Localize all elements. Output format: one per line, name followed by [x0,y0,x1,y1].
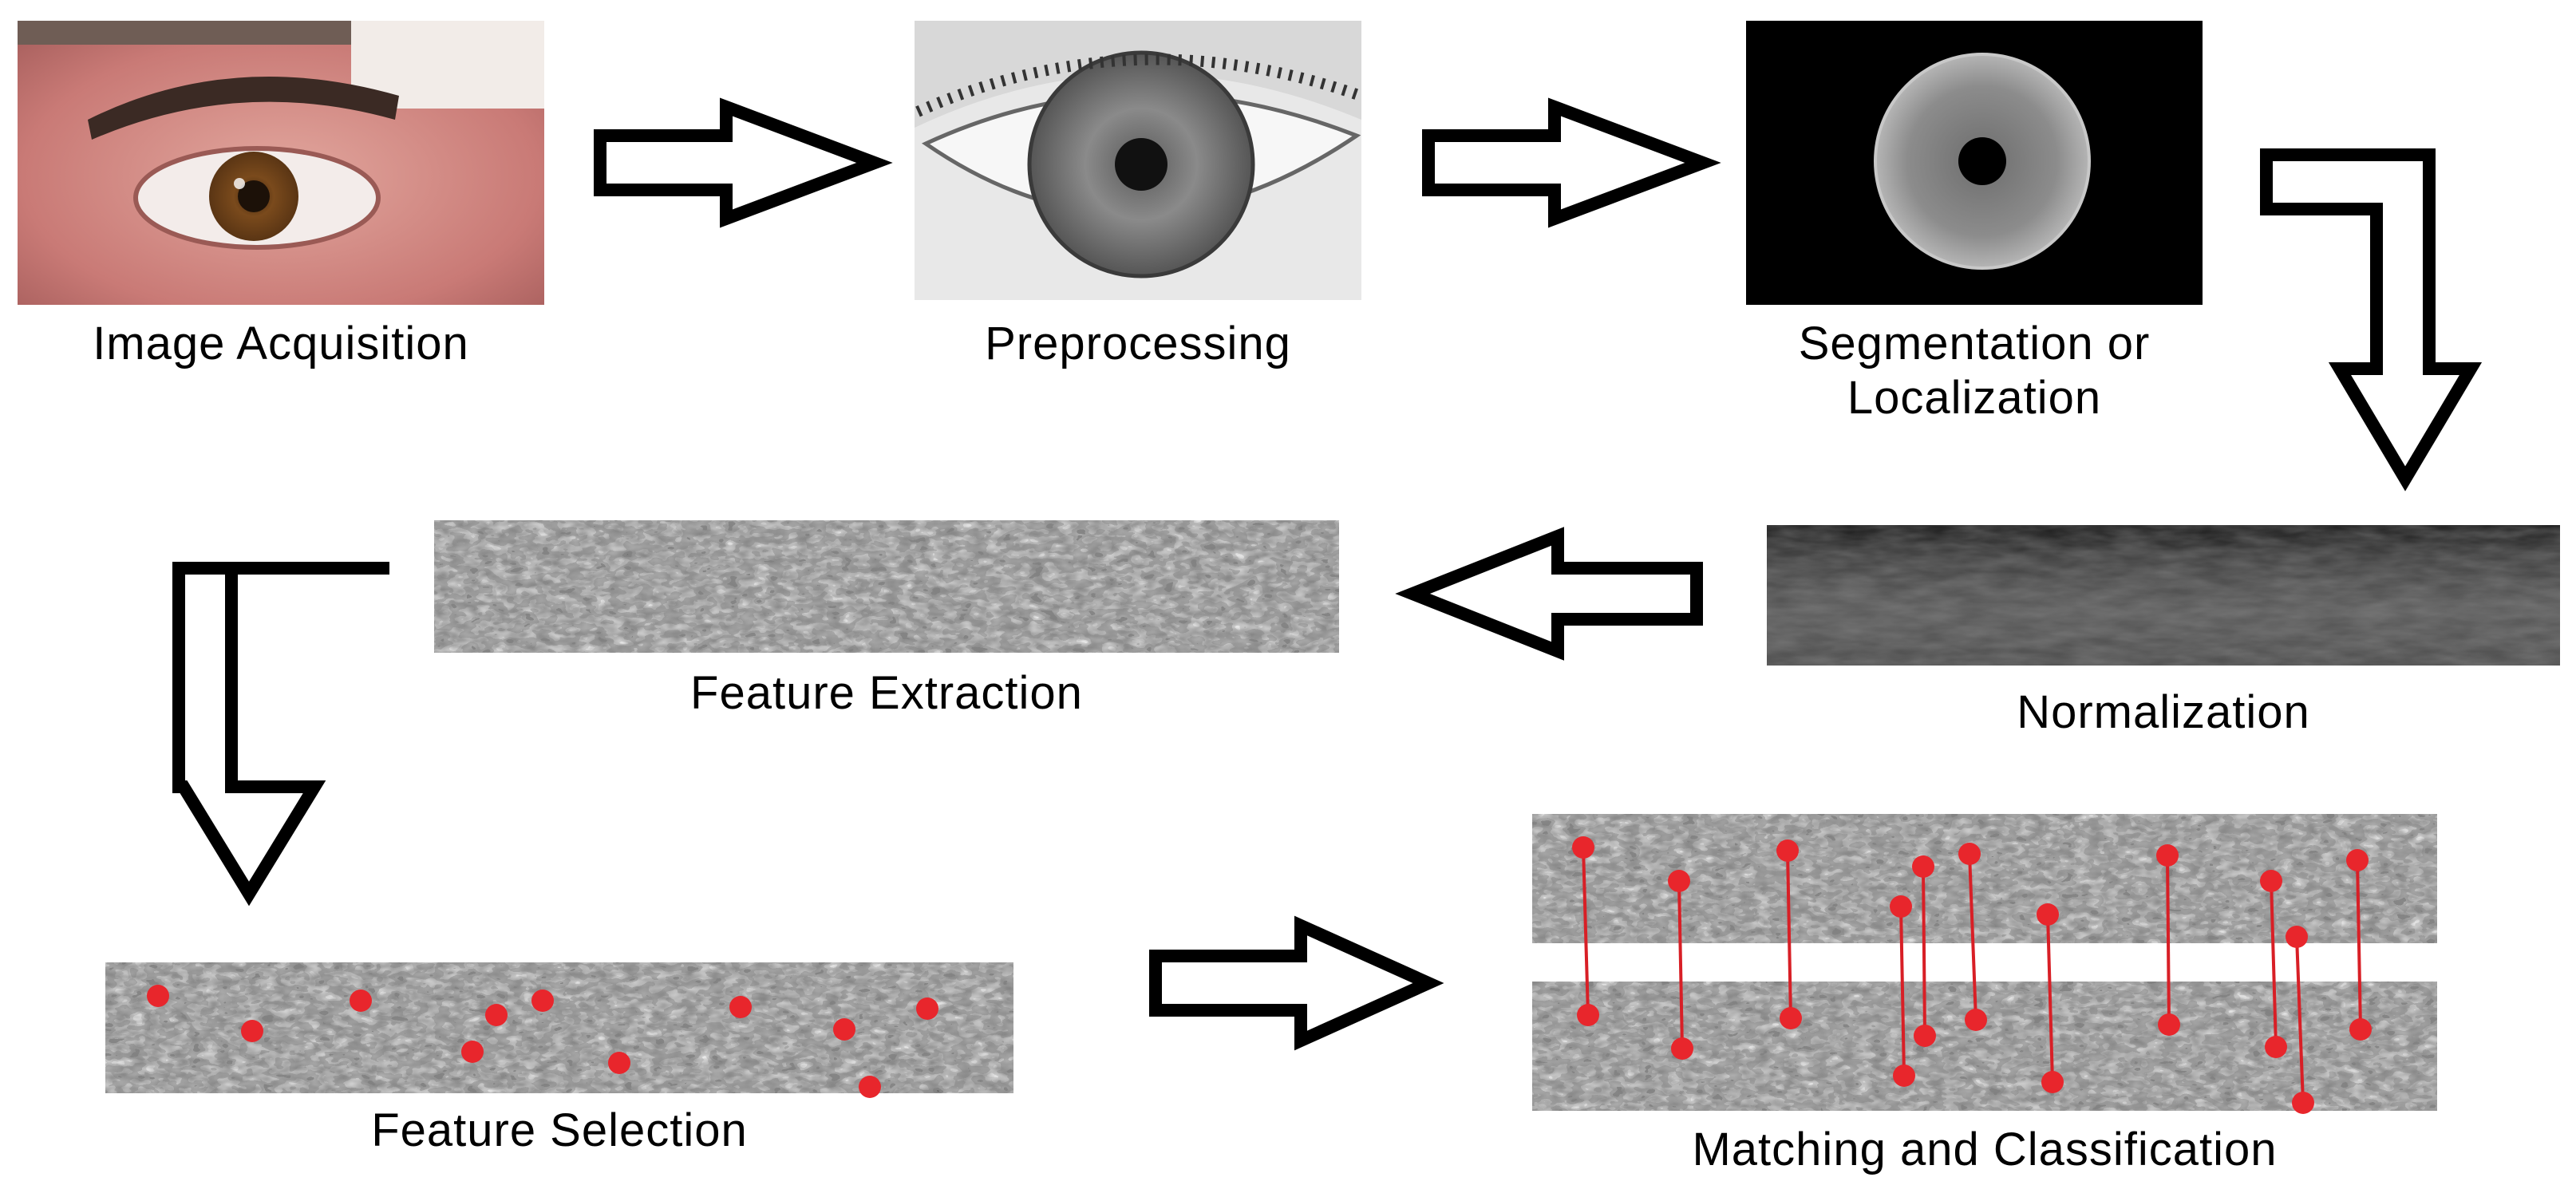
label-feature-extraction: Feature Extraction [434,667,1339,720]
feature-point [147,985,169,1007]
label-segmentation-line2: Localization [1708,372,2241,425]
arrow-selection-to-matching [1156,926,1428,1041]
match-point [1671,1037,1693,1060]
arrow-normalization-to-feature-extraction [1412,536,1697,651]
arrow-segmentation-to-normalization [2266,155,2471,479]
match-point [2265,1036,2287,1058]
match-point [2158,1013,2180,1036]
feature-point [608,1052,630,1074]
arrow-acquisition-to-preprocessing [600,107,875,219]
match-point [1958,843,1981,865]
preprocessing-grayscale-eye [915,21,1361,300]
match-point [2037,903,2059,926]
match-point [2292,1092,2314,1114]
match-point [1914,1025,1936,1047]
feature-point [916,997,938,1020]
label-feature-selection: Feature Selection [105,1104,1013,1157]
matching-top-strip [1532,814,2437,943]
match-point [2346,849,2369,871]
feature-point [859,1076,881,1098]
feature-point [350,990,372,1012]
match-point [1890,895,1912,918]
feature-point [729,996,752,1018]
match-point [2286,926,2308,948]
label-preprocessing: Preprocessing [915,318,1361,370]
label-segmentation-line1: Segmentation or [1708,318,2241,370]
normalization-strip [1767,525,2560,666]
feature-point [461,1041,484,1063]
feature-point [241,1020,263,1042]
feature-point [531,990,554,1012]
label-matching-and-classification: Matching and Classification [1500,1124,2469,1176]
arrow-preprocessing-to-segmentation [1428,107,1703,219]
feature-point [833,1018,855,1041]
feature-point [485,1004,508,1026]
match-point [2156,844,2179,867]
match-point [2349,1018,2372,1041]
match-point [2260,870,2282,892]
match-point [1912,855,1934,878]
acquisition-eye-photo [18,21,544,305]
segmentation-iris-image [1746,21,2203,305]
match-point [1572,836,1594,859]
match-point [1668,870,1690,892]
match-point [1577,1004,1599,1026]
match-point [1965,1009,1987,1031]
match-point [1776,839,1799,862]
match-point [1780,1007,1802,1029]
feature-extraction-strip [434,520,1339,653]
match-point [1893,1065,1915,1087]
match-line [2167,855,2169,1025]
match-line [1923,867,1925,1036]
match-point [2041,1071,2064,1093]
label-normalization: Normalization [1767,686,2560,739]
label-image-acquisition: Image Acquisition [18,318,544,370]
arrow-feature-extraction-to-selection [179,568,389,894]
